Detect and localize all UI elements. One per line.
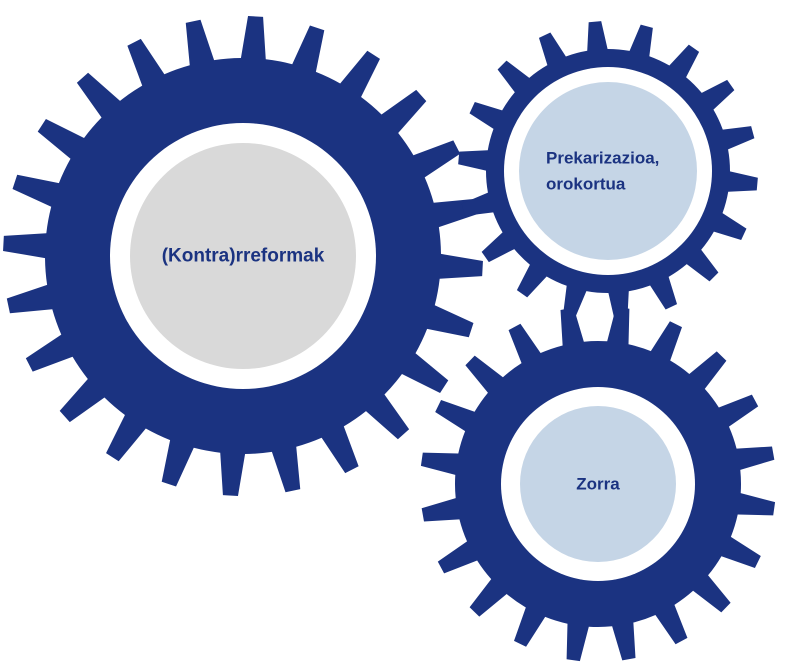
gear-hub-prekarizazioa xyxy=(519,82,697,260)
gear-label-prekarizazioa: orokortua xyxy=(546,175,626,194)
gear-label-prekarizazioa: Prekarizazioa, xyxy=(546,149,659,168)
gear-label-kontrarreformak: (Kontra)rreformak xyxy=(162,246,325,267)
gear-hub-zorra xyxy=(520,406,676,562)
gear-label-zorra: Zorra xyxy=(576,475,620,494)
gear-kontrarreformak: (Kontra)rreformak xyxy=(3,16,483,496)
gear-prekarizazioa: Prekarizazioa, orokortua xyxy=(458,21,758,321)
gear-zorra: Zorra xyxy=(420,306,776,662)
gear-hub-kontrarreformak xyxy=(130,143,356,369)
